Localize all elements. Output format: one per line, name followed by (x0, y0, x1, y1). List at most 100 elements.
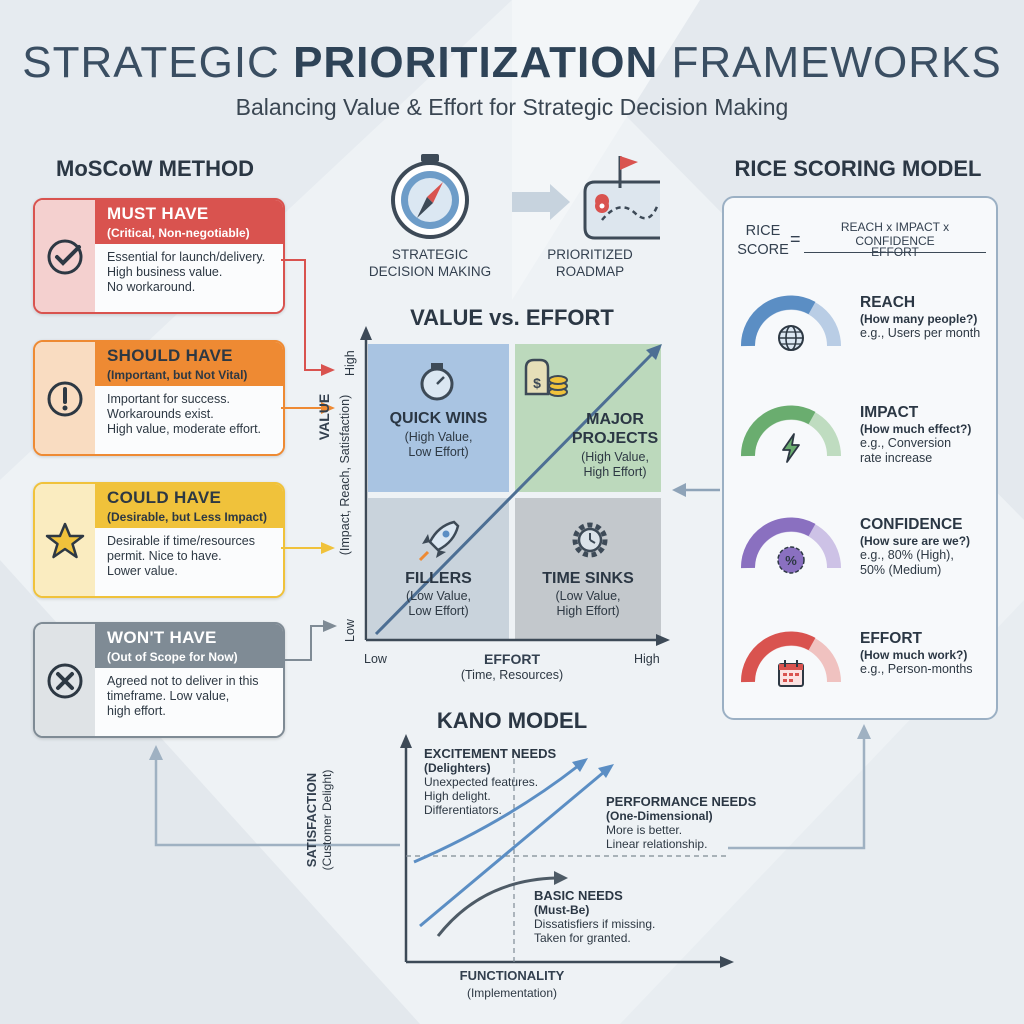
x-axis-label: EFFORT (484, 651, 540, 667)
percent-badge-gauge: % (740, 517, 841, 574)
rice-item-sub: (How many people?) (860, 312, 978, 326)
rice-item-sub: (How sure are we?) (860, 534, 971, 548)
card-line: High business value. (107, 265, 223, 279)
quadrant-time-sinks (515, 498, 661, 640)
rice-item-title: EFFORT (860, 630, 922, 647)
moscow-card: MUST HAVE (Critical, Non-negotiable) Essen… (33, 198, 285, 314)
card-line: Important for success. (107, 392, 230, 406)
moscow-card: SHOULD HAVE (Important, but Not Vital) Imp… (33, 340, 285, 456)
card-title: WON'T HAVE (107, 628, 217, 647)
kano-performance: PERFORMANCE NEEDS (One-Dimensional) More… (606, 794, 757, 851)
card-body: Important for success.Workarounds exist.… (95, 386, 283, 454)
rice-item: EFFORT(How much work?)e.g., Person-month… (736, 622, 986, 712)
card-line: Agreed not to deliver in this (107, 674, 259, 688)
card-header: WON'T HAVE (Out of Scope for Now) (95, 624, 283, 668)
x-axis-high: High (634, 652, 660, 666)
kano-chart (400, 734, 734, 968)
check-icon (47, 239, 83, 275)
rice-item-example: e.g., Person-months (860, 662, 973, 676)
card-line: Essential for launch/delivery. (107, 250, 266, 264)
roadmap-icon (583, 156, 660, 240)
quick-wins-title: QUICK WINS (389, 410, 488, 427)
quick-wins-sub: (High Value,Low Effort) (404, 430, 473, 459)
rice-item: %CONFIDENCE(How sure are we?)e.g., 80% (… (736, 508, 986, 598)
card-line: Desirable if time/resources (107, 534, 255, 548)
star-icon (45, 522, 85, 559)
y-axis-low: Low (343, 619, 357, 642)
rice-item-sub: (How much work?) (860, 648, 968, 662)
kano-x-sub: (Implementation) (466, 986, 558, 1000)
rice-item-example: rate increase (860, 451, 933, 465)
rice-item-title: IMPACT (860, 404, 919, 421)
rice-item-title: REACH (860, 294, 916, 311)
y-axis-sub: (Impact, Reach, Satisfaction) (338, 394, 352, 556)
card-line: permit. Nice to have. (107, 549, 222, 563)
time-sinks-sub: (Low Value,High Effort) (555, 589, 621, 618)
card-line: Lower value. (107, 564, 178, 578)
rice-item-text: IMPACT(How much effect?)e.g., Conversion… (860, 404, 990, 466)
x-axis-low: Low (364, 652, 387, 666)
rice-panel (722, 196, 998, 720)
compass-icon (391, 154, 469, 239)
kano-y-sub: (Customer Delight) (320, 769, 334, 871)
stopwatch-icon (420, 363, 454, 401)
time-sinks-title: TIME SINKS (542, 570, 634, 587)
card-title: MUST HAVE (107, 204, 209, 223)
y-axis-label: VALUE (316, 393, 332, 441)
card-strip (35, 200, 95, 312)
page-title: STRATEGIC PRIORITIZATION FRAMEWORKS (22, 38, 1002, 87)
rice-item-example: e.g., Conversion (860, 436, 952, 450)
globe-icon (778, 325, 804, 351)
kano-y-axis: SATISFACTION (304, 772, 319, 868)
rice-item-example: e.g., 80% (High), (860, 548, 954, 562)
money-icon: $ (524, 358, 568, 397)
major-projects-sub: (High Value,High Effort) (581, 450, 649, 479)
kano-basic: BASIC NEEDS (Must-Be) Dissatisfiers if m… (534, 888, 656, 945)
lightning-gauge (740, 405, 841, 463)
x-axis-sub: (Time, Resources) (460, 668, 564, 682)
moscow-title: MoSCoW METHOD (56, 156, 254, 181)
moscow-card: WON'T HAVE (Out of Scope for Now) Agreed n… (33, 622, 285, 738)
card-line: timeframe. Low value, (107, 689, 230, 703)
exclamation-icon (47, 381, 83, 417)
card-subtitle: (Critical, Non-negotiable) (107, 226, 250, 240)
rice-item: IMPACT(How much effect?)e.g., Conversion… (736, 396, 986, 486)
y-axis-high: High (343, 350, 357, 376)
card-header: COULD HAVE(Desirable, but Less Impact) (95, 484, 283, 528)
rice-formula-numerator: REACH x IMPACT x CONFIDENCE (804, 220, 986, 253)
percent-badge-icon: % (777, 546, 805, 574)
card-title: SHOULD HAVE (107, 346, 233, 365)
card-header: SHOULD HAVE (Important, but Not Vital) (95, 342, 283, 386)
card-subtitle: (Out of Scope for Now) (107, 650, 238, 664)
card-line: high effort. (107, 704, 166, 718)
page-subtitle: Balancing Value & Effort for Strategic D… (235, 94, 789, 120)
rice-item-sub: (How much effect?) (860, 422, 972, 436)
card-subtitle: (Desirable, but Less Impact) (107, 510, 268, 524)
fillers-title: FILLERS (405, 570, 472, 587)
card-body: Essential for launch/delivery.High busin… (95, 244, 283, 312)
svg-text:$: $ (533, 375, 541, 391)
kano-x-axis: FUNCTIONALITY (459, 968, 565, 983)
matrix-title: VALUE vs. EFFORT (410, 305, 614, 330)
strategy-flow (391, 154, 660, 240)
card-line: High value, moderate effort. (107, 422, 262, 436)
card-subtitle: (Important, but Not Vital) (107, 368, 248, 382)
rice-item-example: e.g., Users per month (860, 326, 981, 340)
rice-item: REACH(How many people?)e.g., Users per m… (736, 286, 986, 376)
kano-excitement: EXCITEMENT NEEDS (Delighters) Unexpected… (424, 746, 557, 817)
card-line: No workaround. (107, 280, 196, 294)
kano-title: KANO MODEL (436, 708, 588, 733)
card-header: MUST HAVE (Critical, Non-negotiable) (95, 200, 283, 244)
card-line: Workarounds exist. (107, 407, 214, 421)
gear-clock-icon (572, 522, 608, 558)
lightning-icon (782, 433, 800, 463)
rocket-icon (418, 520, 460, 562)
rice-item-text: REACH(How many people?)e.g., Users per m… (860, 294, 990, 341)
rice-item-text: EFFORT(How much work?)e.g., Person-month… (860, 630, 990, 677)
